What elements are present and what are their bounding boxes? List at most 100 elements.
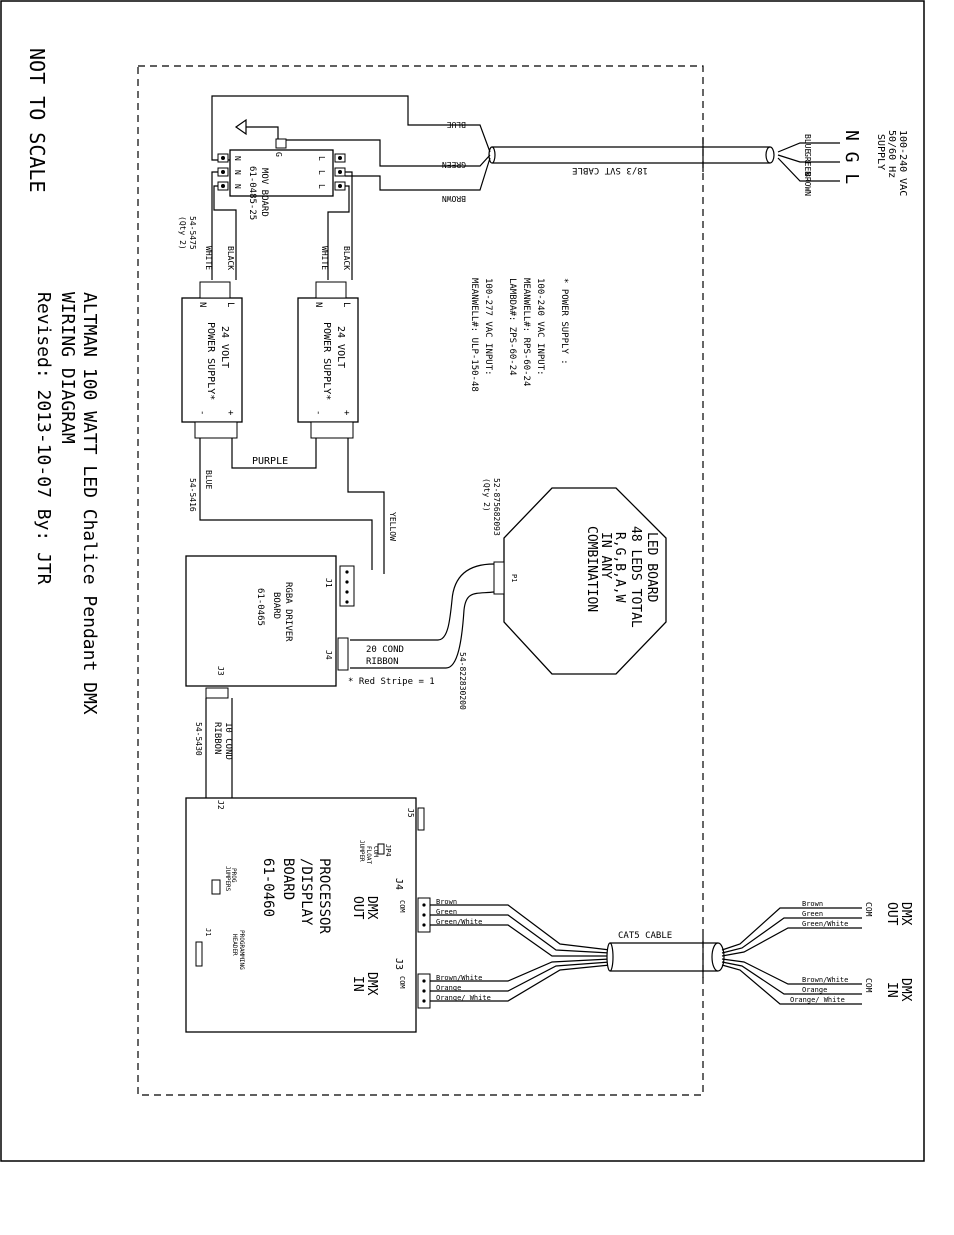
ribbon-10-cond: 10 COND RIBBON 54-5430 — [194, 698, 233, 798]
ribbon10-part: 54-5430 — [194, 722, 203, 756]
not-to-scale-label: NOT TO SCALE — [25, 48, 49, 193]
prog-jumpers-2: JUMPERS — [224, 866, 231, 892]
wire-brown-label: BROWN — [442, 194, 466, 203]
cat5-green-white-label: Green/White — [436, 918, 482, 926]
mov-board-part: 61-0485-25 — [247, 166, 257, 220]
mov-terminal-n2: N — [233, 170, 242, 175]
led-p1-label: P1 — [510, 574, 518, 582]
driver-connector-j1 — [339, 565, 355, 607]
mov-to-psu-wires: BLACK WHITE BLACK WHITE 54-5475 (Qty 2) — [178, 171, 353, 280]
driver-connector-j4 — [337, 637, 349, 671]
ribbon10-label-1: 10 COND — [223, 722, 233, 760]
programming-header-2: HEADER — [231, 934, 238, 956]
psu-note-6: MEANWELL#: ULP-150-48 — [469, 278, 479, 392]
ext-orange-white-label: Orange/ White — [790, 996, 845, 1004]
wire-blue-label: BLUE — [447, 120, 466, 129]
mov-terminal-l1: L — [317, 156, 326, 161]
wire-blue-psu-part: 54-5416 — [188, 478, 197, 512]
wire-green-label: GREEN — [442, 160, 466, 169]
ext-dmx-out-1: DMX — [898, 902, 913, 926]
ext-brown-white-label: Brown/White — [802, 976, 848, 984]
board-dmx-in-1: DMX — [364, 972, 379, 996]
ext-dmx-in-1: DMX — [898, 978, 913, 1002]
cat5-green-label: Green — [436, 908, 457, 916]
led-board-title: LED BOARD — [644, 532, 659, 603]
processor-part: 61-0460 — [260, 858, 276, 917]
ext-out-com: COM — [864, 902, 873, 917]
ext-in-com: COM — [864, 978, 873, 993]
psu-note-5: 100-277 VAC INPUT: — [483, 278, 493, 376]
cat5-brown-white-label: Brown/White — [436, 974, 482, 982]
mov-terminal-n3: N — [233, 184, 242, 189]
mov-terminal-n1: N — [233, 156, 242, 161]
wire-blue-psu-label: BLUE — [204, 470, 213, 489]
psu-note-2: 100-240 VAC INPUT: — [535, 278, 545, 376]
psu-note-1: * POWER SUPPLY : — [559, 278, 569, 365]
led-board-combination: COMBINATION — [584, 526, 599, 612]
wire-white-label-2: WHITE — [320, 246, 329, 270]
processor-jp4-label: JP4 — [384, 844, 392, 857]
supply-label: SUPPLY — [875, 134, 886, 170]
ext-green-white-label: Green/White — [802, 920, 848, 928]
psu1-terminal-plus: + — [225, 410, 235, 416]
mov-board: G MOV BOARD 61-0485-25 N N N L L L — [217, 138, 346, 220]
supply-frequency: 50/60 Hz — [886, 130, 897, 178]
cat5-cable-label: CAT5 CABLE — [618, 931, 672, 941]
psu1-terminal-n: N — [197, 302, 207, 307]
ps-wire-part: 54-5475 — [188, 216, 197, 250]
led-cable-part: 52-875682093 — [492, 478, 501, 536]
driver-name-2: BOARD — [271, 592, 281, 619]
led-board-count: 48 LEDS TOTAL — [628, 526, 643, 628]
psu1-label-type: POWER SUPPLY* — [205, 322, 216, 400]
diagram-revision: Revised: 2013-10-07 By: JTR — [33, 292, 54, 585]
wire-white-label-1: WHITE — [204, 246, 213, 270]
driver-j4-label: J4 — [324, 650, 333, 660]
rgba-driver-board: J1 J4 RGBA DRIVER BOARD 61-0465 J3 — [185, 555, 355, 699]
ribbon10-label-2: RIBBON — [212, 722, 222, 755]
led-board: LED BOARD 48 LEDS TOTAL R,G,B,A,W IN ANY… — [482, 478, 667, 675]
mains-supply: 100-240 VAC 50/60 Hz SUPPLY N G L BLUE G… — [211, 95, 908, 203]
ps-wire-qty: (Qty 2) — [178, 216, 187, 250]
page-border — [0, 0, 925, 1162]
supply-wire-green-label: GREEN — [803, 152, 812, 176]
driver-part: 61-0465 — [255, 588, 265, 626]
ext-brown-label: Brown — [802, 900, 823, 908]
led-board-any: IN ANY — [598, 532, 613, 579]
svt-cable-label: 18/3 SVT CABLE — [572, 165, 648, 175]
processor-title-3: BOARD — [280, 858, 296, 900]
cat5-brown-label: Brown — [436, 898, 457, 906]
wire-black-label-2: BLACK — [342, 246, 351, 270]
psu2-terminal-n: N — [313, 302, 323, 307]
psu-notes: * POWER SUPPLY : 100-240 VAC INPUT: MEAN… — [469, 278, 569, 392]
driver-connector-j3 — [205, 687, 229, 699]
mov-terminal-l2: L — [317, 170, 326, 175]
mov-terminal-l3: L — [317, 184, 326, 189]
fixture-boundary — [137, 65, 704, 1096]
wire-yellow-label: YELLOW — [388, 512, 397, 541]
prog-jumpers-block — [211, 879, 221, 895]
psu2-terminal-minus: - — [313, 410, 323, 415]
programming-header-1: PROGRAMMING — [238, 930, 245, 970]
red-stripe-note: * Red Stripe = 1 — [348, 677, 435, 687]
driver-j1-label: J1 — [324, 578, 333, 588]
supply-ngl: N G L — [841, 130, 862, 184]
power-supply-1: L N 24 VOLT POWER SUPPLY* - + — [181, 281, 243, 439]
led-cable-qty: (Qty 2) — [482, 478, 491, 512]
led-connector-p1 — [493, 561, 505, 595]
board-dmx-in-2: IN — [350, 976, 365, 992]
processor-j1-label: J1 — [204, 928, 212, 936]
ribbon-20-cond: 20 COND RIBBON * Red Stripe = 1 54-82283… — [348, 563, 495, 710]
prog-jumpers-1: PROG — [230, 868, 237, 883]
board-j4-label: J4 — [393, 878, 404, 890]
wire-black-label-1: BLACK — [226, 246, 235, 270]
cat5-cable: Brown Green Green/White Brown/White Oran… — [430, 898, 862, 1005]
psu-output-wires: PURPLE BLUE 54-5416 YELLOW — [188, 438, 397, 574]
ext-dmx-out-2: OUT — [884, 902, 899, 926]
psu2-label-type: POWER SUPPLY* — [321, 322, 332, 400]
cat5-orange-label: Orange — [436, 984, 461, 992]
processor-j5-label: J5 — [406, 808, 415, 818]
board-in-com: COM — [398, 976, 406, 989]
psu1-label-voltage: 24 VOLT — [219, 326, 230, 368]
board-dmx-out-1: DMX — [364, 896, 379, 920]
